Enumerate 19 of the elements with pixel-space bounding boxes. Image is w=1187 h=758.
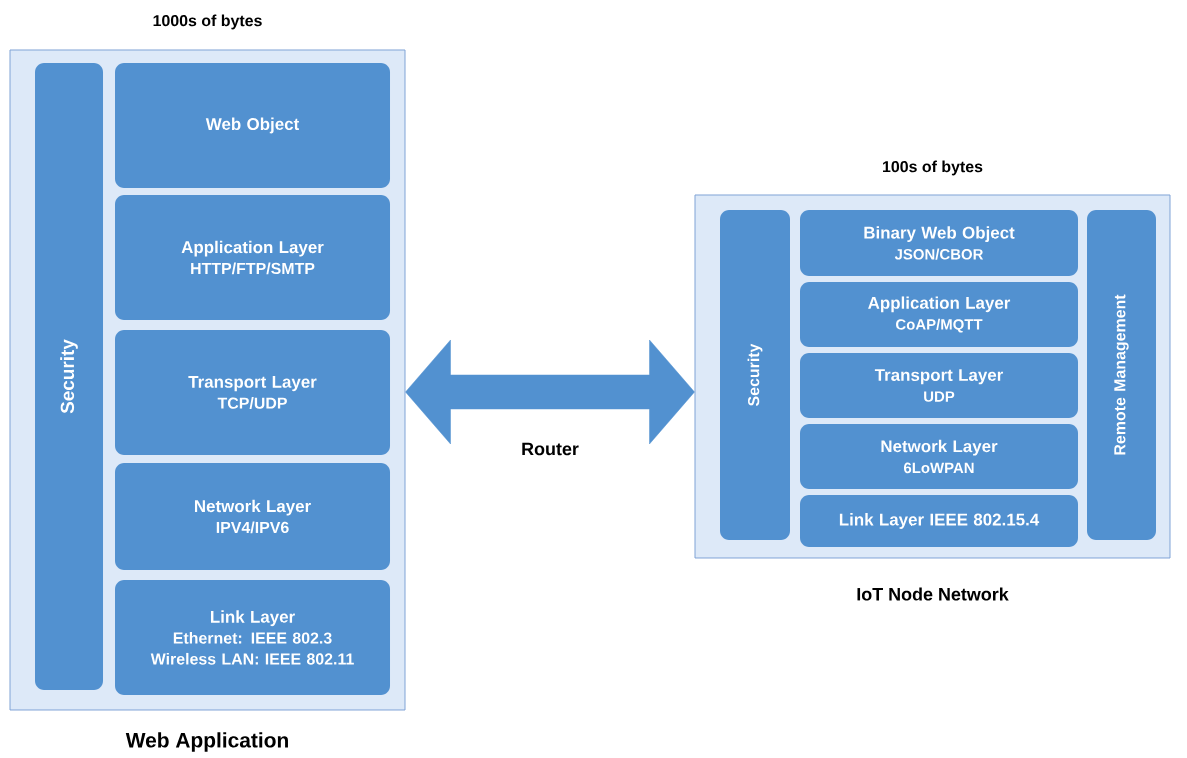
edge-label: Router [522, 442, 579, 456]
side-bar: Security [720, 210, 790, 540]
layer-box: Link Layer IEEE 802.15.4 [800, 495, 1078, 547]
layer-box: Network Layer IPV4/IPV6 [115, 463, 390, 570]
side-bar: Remote Management [1087, 210, 1156, 540]
double-arrow [405, 339, 695, 445]
layer-box: Transport Layer TCP/UDP [115, 330, 390, 455]
panel-heading: 1000s of bytes [153, 14, 262, 30]
layer-box: Link Layer Ethernet: IEEE 802.3 Wireless LAN: IEEE 802.11 [115, 580, 390, 695]
layer-box: Application Layer CoAP/MQTT [800, 282, 1078, 347]
layer-box: Binary Web Object JSON/CBOR [800, 210, 1078, 276]
layer-box: Web Object [115, 63, 390, 188]
panel-caption: Web Application [125, 732, 288, 752]
layer-box: Transport Layer UDP [800, 353, 1078, 418]
layer-box: Application Layer HTTP/FTP/SMTP [115, 195, 390, 320]
panel-caption: IoT Node Network [857, 587, 1009, 601]
layer-box: Network Layer 6LoWPAN [800, 424, 1078, 489]
panel-heading: 100s of bytes [883, 160, 983, 176]
side-bar: Security [35, 63, 103, 690]
